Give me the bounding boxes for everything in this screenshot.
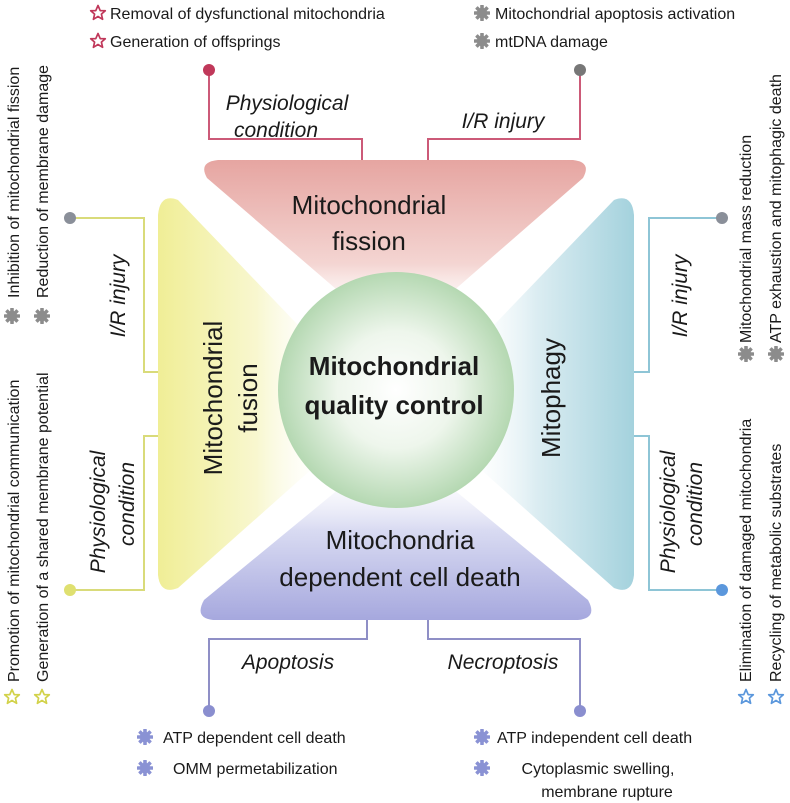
fusion-physiological-label-line1: Physiological	[87, 449, 110, 573]
fusion-ir-connector	[70, 217, 158, 373]
fusion-ir-label: I/R injury	[107, 253, 130, 337]
fission-title-line1: Mitochondrial	[292, 190, 447, 220]
gear-icon	[137, 760, 153, 776]
fusion-ir-item-2: Reduction of membrane damage	[35, 65, 52, 298]
gear-icon	[474, 729, 490, 745]
gear-icon	[738, 346, 754, 362]
cell-death-necroptosis-connector	[427, 620, 581, 710]
mitophagy-physiological-connector	[634, 435, 722, 591]
gear-icon	[474, 5, 490, 21]
gear-icon	[34, 308, 50, 324]
star-icon	[767, 688, 785, 705]
star-icon	[3, 688, 21, 705]
center-title-line2: quality control	[304, 390, 483, 420]
fission-physiological-label-line1: Physiological	[226, 92, 350, 115]
center-title-line1: Mitochondrial	[309, 351, 479, 381]
mitophagy-ir-dot	[716, 212, 728, 224]
mitophagy-physiological-label-line1: Physiological	[657, 449, 680, 573]
cell-death-trapezoid	[200, 470, 592, 620]
fission-physiological-connector	[208, 72, 363, 160]
center-circle	[278, 272, 514, 508]
fission-ir-label: I/R injury	[462, 110, 546, 133]
gear-icon	[4, 308, 20, 324]
fusion-trapezoid	[158, 198, 322, 590]
fusion-physiological-connector	[70, 435, 158, 591]
gear-icon	[474, 33, 490, 49]
cell-death-necroptosis-item-1: ATP independent cell death	[497, 730, 692, 747]
fission-physiological-dot	[203, 64, 215, 76]
gear-icon	[474, 760, 490, 776]
fission-trapezoid	[204, 160, 586, 320]
fusion-ir-dot	[64, 212, 76, 224]
mitophagy-ir-item-2: ATP exhaustion and mitophagic death	[768, 74, 785, 343]
mitophagy-title: Mitophagy	[536, 338, 566, 458]
fission-ir-dot	[574, 64, 586, 76]
fusion-physiological-dot	[64, 584, 76, 596]
gear-icon	[137, 729, 153, 745]
mitophagy-physiological-item-1: Elimination of damaged mitochondria	[738, 419, 755, 682]
cell-death-necroptosis-item-2-line2: membrane rupture	[541, 784, 673, 801]
mitophagy-ir-connector	[634, 217, 722, 373]
fission-ir-item-1: Mitochondrial apoptosis activation	[495, 6, 735, 23]
mitophagy-physiological-item-2: Recycling of metabolic substrates	[768, 444, 785, 682]
star-icon	[33, 688, 51, 705]
cell-death-apoptosis-connector	[208, 620, 368, 710]
fission-ir-item-2: mtDNA damage	[495, 34, 608, 51]
cell-death-apoptosis-label: Apoptosis	[240, 651, 335, 674]
cell-death-title-line1: Mitochondria	[326, 525, 475, 555]
fission-ir-connector	[427, 72, 581, 160]
cell-death-necroptosis-item-2-line1: Cytoplasmic swelling,	[522, 761, 675, 778]
cell-death-necroptosis-dot	[574, 705, 586, 717]
cell-death-apoptosis-item-2: OMM permetabilization	[173, 761, 338, 778]
mitophagy-physiological-dot	[716, 584, 728, 596]
cell-death-necroptosis-label: Necroptosis	[448, 651, 559, 674]
cell-death-apoptosis-dot	[203, 705, 215, 717]
fusion-physiological-label-line2: condition	[116, 462, 139, 546]
fusion-physiological-item-2: Generation of a shared membrane potentia…	[35, 372, 52, 682]
cell-death-apoptosis-item-1: ATP dependent cell death	[163, 730, 346, 747]
star-icon	[89, 32, 107, 49]
fission-physiological-item-1: Removal of dysfunctional mitochondria	[110, 6, 385, 23]
mitophagy-ir-label: I/R injury	[669, 253, 692, 337]
fusion-physiological-item-1: Promotion of mitochondrial communication	[6, 380, 23, 682]
fusion-ir-item-1: Inhibition of mitochondrial fission	[6, 67, 23, 298]
fusion-title-line2: fusion	[233, 363, 263, 432]
fission-physiological-label-line2: condition	[234, 119, 318, 142]
gear-icon	[768, 346, 784, 362]
star-icon	[89, 4, 107, 21]
star-icon	[737, 688, 755, 705]
fission-physiological-item-2: Generation of offsprings	[110, 34, 280, 51]
mitophagy-physiological-label-line2: condition	[684, 462, 707, 546]
mitophagy-trapezoid	[470, 198, 634, 590]
mitophagy-ir-item-1: Mitochondrial mass reduction	[738, 135, 755, 343]
fission-title-line2: fission	[332, 226, 406, 256]
cell-death-title-line2: dependent cell death	[279, 562, 520, 592]
fusion-title-line1: Mitochondrial	[198, 321, 228, 476]
